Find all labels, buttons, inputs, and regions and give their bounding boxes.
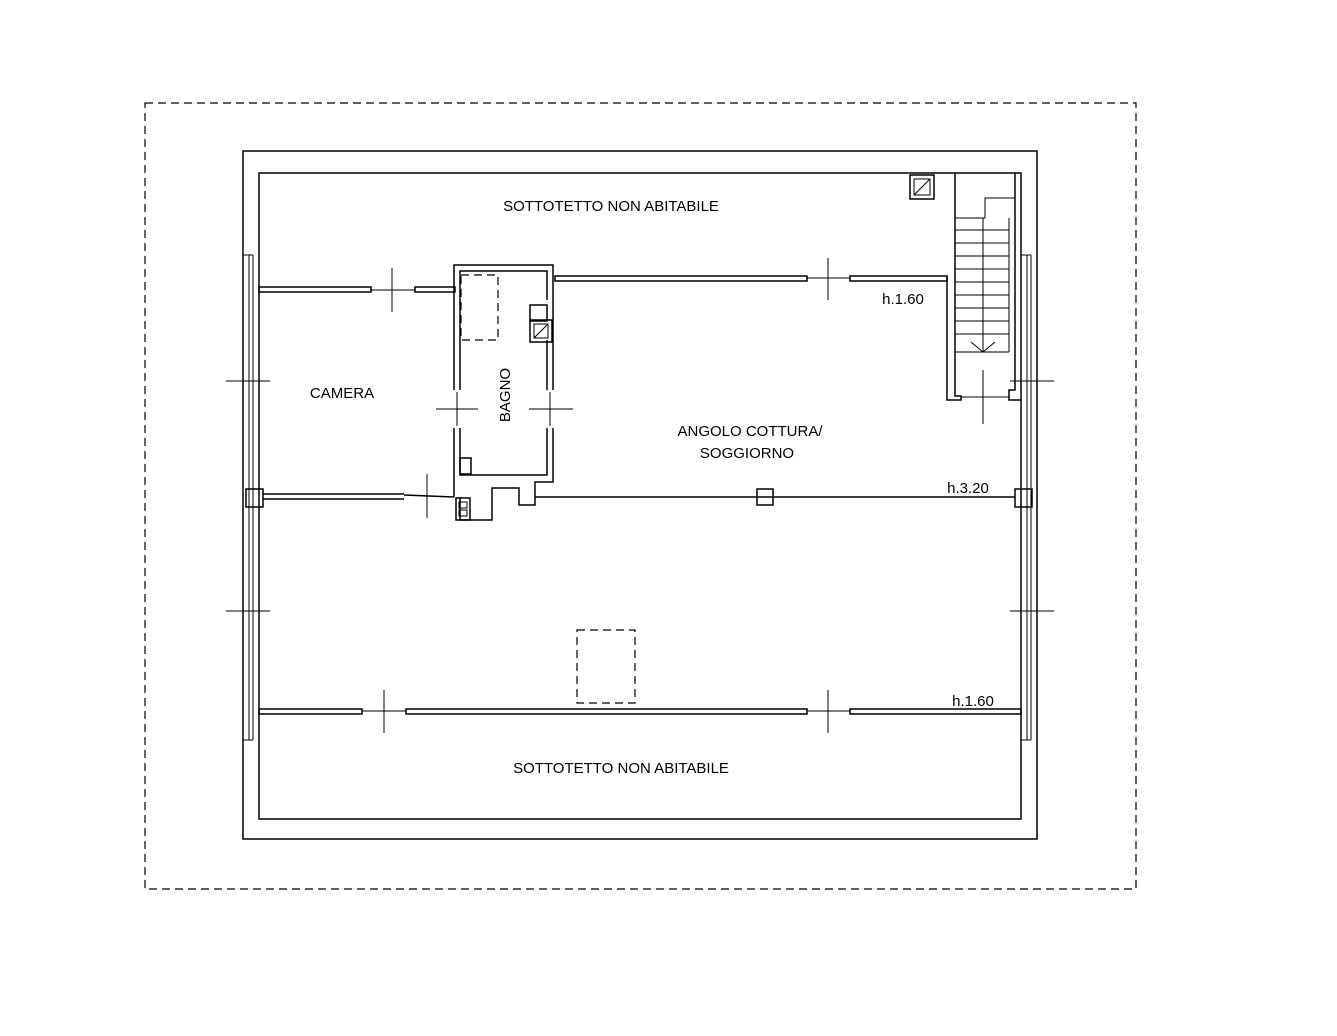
height-label-top: h.1.60 <box>882 291 924 308</box>
kitchen-living-label-line2: SOGGIORNO <box>700 445 794 462</box>
left-windows <box>226 254 270 741</box>
staircase <box>946 173 1021 424</box>
kitchen-living-label-line1: ANGOLO COTTURA/ <box>677 423 823 440</box>
bathroom-label: BAGNO <box>497 368 514 422</box>
bathroom-walls <box>436 264 573 521</box>
top-partition-wall <box>258 258 948 312</box>
middle-partition-wall <box>263 474 1015 518</box>
attic-top-label: SOTTOTETTO NON ABITABILE <box>503 198 719 215</box>
right-windows <box>1010 254 1054 741</box>
exterior-walls <box>242 150 1038 840</box>
bottom-partition-wall <box>258 690 1022 733</box>
chimney <box>909 174 935 200</box>
height-label-bottom: h.1.60 <box>952 693 994 710</box>
bedroom-label: CAMERA <box>310 385 374 402</box>
bathroom-fixtures <box>455 274 553 521</box>
attic-bottom-label: SOTTOTETTO NON ABITABILE <box>513 760 729 777</box>
skylight <box>576 629 636 704</box>
property-boundary <box>144 102 1137 890</box>
height-label-middle: h.3.20 <box>947 480 989 497</box>
